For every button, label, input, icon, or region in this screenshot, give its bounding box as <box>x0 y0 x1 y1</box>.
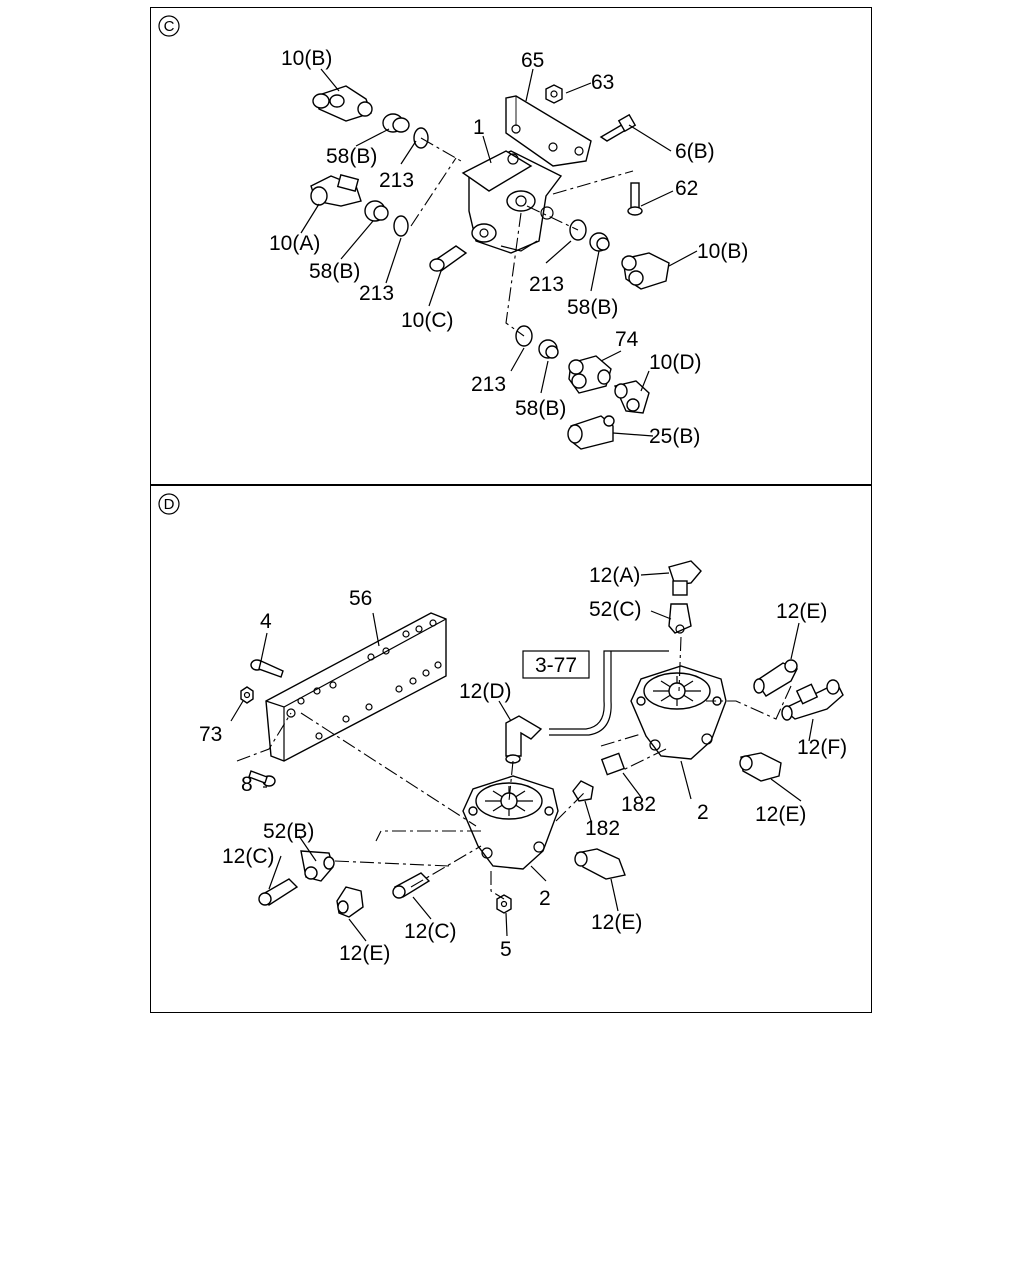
label-12e-bl: 12(E) <box>339 942 390 965</box>
label-10a: 10(A) <box>269 232 320 255</box>
label-74: 74 <box>615 328 639 351</box>
label-52c: 52(C) <box>589 598 642 621</box>
label-213-b: 213 <box>359 282 394 305</box>
label-58b-b: 58(B) <box>309 260 360 283</box>
label-182-b: 182 <box>585 817 620 840</box>
fitting-12c-mid <box>392 872 431 899</box>
bolt-4 <box>250 659 284 678</box>
label-5: 5 <box>500 938 512 961</box>
nut-5 <box>496 894 512 914</box>
fitting-10c <box>429 245 468 272</box>
section-d-marker-circle <box>158 493 180 515</box>
valve-2-left <box>462 775 559 870</box>
section-c-marker: C <box>164 18 175 35</box>
fitting-58b-d <box>538 339 559 359</box>
fitting-12a <box>668 560 702 596</box>
fitting-52b <box>300 850 335 882</box>
section-c-panel: C <box>150 7 872 485</box>
ref-box-3-77 <box>522 650 590 679</box>
label-2-a: 2 <box>697 801 709 824</box>
label-56: 56 <box>349 587 372 610</box>
label-2-b: 2 <box>539 887 551 910</box>
label-12e-mr: 12(E) <box>755 803 806 826</box>
plug-182-a <box>600 752 626 776</box>
fitting-12e-bm <box>574 848 626 880</box>
fitting-10a <box>310 174 362 207</box>
fitting-52c <box>668 603 692 634</box>
fitting-58b-b <box>364 200 389 222</box>
label-6b: 6(B) <box>675 140 715 163</box>
hose-line <box>549 650 669 730</box>
switch-25b <box>567 415 615 450</box>
label-12c-left: 12(C) <box>222 845 275 868</box>
nut-73 <box>240 686 254 704</box>
nut-63 <box>545 84 563 104</box>
fitting-12e-mr <box>739 752 782 782</box>
bolt-62 <box>630 182 640 210</box>
ref-box-3-77-label: 3-77 <box>535 654 577 677</box>
section-d-diagram: D <box>158 493 847 965</box>
label-52b: 52(B) <box>263 820 314 843</box>
fitting-10d <box>614 380 650 414</box>
fitting-58b-a <box>382 113 410 133</box>
label-10b-right: 10(B) <box>697 240 748 263</box>
section-c-marker-circle <box>158 15 180 37</box>
fitting-10b-right <box>621 252 670 290</box>
valve-body-1 <box>461 150 563 254</box>
fitting-12e-tr <box>753 659 798 697</box>
fitting-12f <box>781 679 844 721</box>
label-213-d: 213 <box>471 373 506 396</box>
label-12a: 12(A) <box>589 564 640 587</box>
label-10c: 10(C) <box>401 309 454 332</box>
tee-74 <box>568 355 612 394</box>
label-213-c: 213 <box>529 273 564 296</box>
label-10b-top: 10(B) <box>281 47 332 70</box>
bolt-8 <box>248 770 276 787</box>
section-c-diagram: C <box>158 15 748 450</box>
fitting-12e-bl <box>336 886 364 918</box>
label-4: 4 <box>260 610 272 633</box>
label-63: 63 <box>591 71 614 94</box>
fitting-12c-left <box>258 878 299 906</box>
section-d-panel: D <box>150 485 872 1013</box>
bracket-56 <box>265 612 447 762</box>
label-73: 73 <box>199 723 222 746</box>
label-182-a: 182 <box>621 793 656 816</box>
fitting-10b-top <box>312 85 373 122</box>
plug-182-b <box>572 780 594 802</box>
label-58b-a: 58(B) <box>326 145 377 168</box>
label-12c-mid: 12(C) <box>404 920 457 943</box>
label-12d: 12(D) <box>459 680 512 703</box>
ring-213-b <box>393 215 409 237</box>
fitting-12d <box>505 715 543 764</box>
label-12f: 12(F) <box>797 736 847 759</box>
label-25b: 25(B) <box>649 425 700 448</box>
label-10d: 10(D) <box>649 351 702 374</box>
valve-2-right <box>630 665 727 760</box>
label-8: 8 <box>241 773 253 796</box>
label-213-a: 213 <box>379 169 414 192</box>
label-58b-c: 58(B) <box>567 296 618 319</box>
label-1: 1 <box>473 116 485 139</box>
label-65: 65 <box>521 49 544 72</box>
section-d-marker: D <box>164 496 175 513</box>
fitting-58b-c <box>589 232 610 252</box>
label-62: 62 <box>675 177 698 200</box>
label-58b-d: 58(B) <box>515 397 566 420</box>
label-12e-bm: 12(E) <box>591 911 642 934</box>
label-12e-tr: 12(E) <box>776 600 827 623</box>
